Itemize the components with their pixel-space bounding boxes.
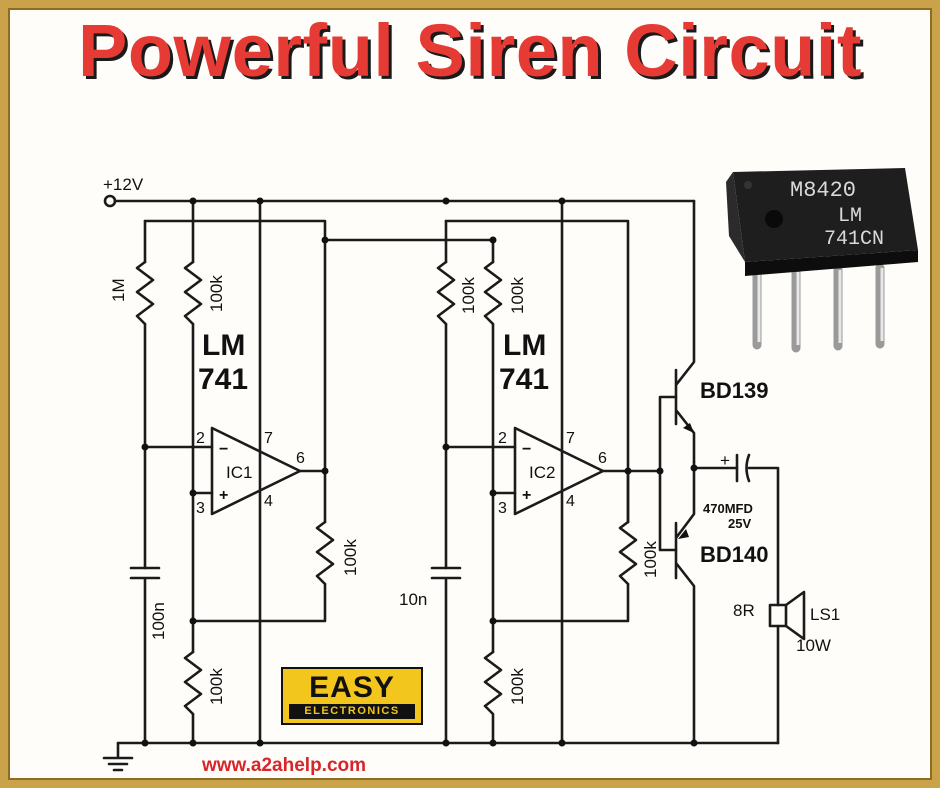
ic1-plus: + — [219, 487, 228, 504]
q2-label: BD140 — [700, 542, 768, 567]
bd139-emitter-arrow — [683, 423, 694, 433]
resistor-s1-100k-top — [183, 260, 203, 326]
logo-top-text: EASY — [309, 671, 395, 704]
resistor-1m — [135, 260, 155, 326]
r-s1-fb-label: 100k — [341, 539, 360, 576]
ic2-type-line1: LM — [503, 329, 546, 362]
r-s2-mid-label: 100k — [508, 277, 527, 314]
ic1-type-line1: LM — [202, 329, 245, 362]
speaker-power: 10W — [796, 636, 831, 655]
transistor-bd139 — [674, 199, 696, 464]
cout-plus: + — [720, 451, 730, 470]
bd140-emitter-arrow — [678, 529, 689, 539]
ic2-name: IC2 — [529, 463, 555, 482]
ic2-pin6: 6 — [598, 450, 607, 467]
wire-s1-out-resistor — [191, 469, 327, 623]
transistor-bd140 — [674, 460, 696, 745]
r-s2-fb-label: 100k — [641, 541, 660, 578]
ic2-pin3: 3 — [498, 500, 507, 517]
r-s1-bot-label: 100k — [207, 668, 226, 705]
opamp-ic1 — [210, 426, 302, 516]
ic2-minus: − — [522, 441, 531, 458]
resistor-s2-mid — [483, 260, 503, 326]
page-title: Powerful Siren Circuit — [77, 9, 863, 92]
c2-label: 10n — [399, 590, 427, 609]
ic1-name: IC1 — [226, 463, 252, 482]
ic1-pin7: 7 — [264, 430, 273, 447]
resistor-s1-feedback — [315, 520, 335, 586]
wire-s2-feedback — [491, 469, 630, 623]
ic1-type-line2: 741 — [198, 363, 248, 396]
supply-terminal — [103, 194, 117, 208]
wire-s1-top — [143, 219, 327, 476]
lm741-chip-illustration: M8420 LM 741CN — [726, 168, 918, 353]
c1-label: 100n — [149, 602, 168, 640]
speaker-cone — [784, 590, 806, 641]
wire-s2-100k-bot — [483, 650, 503, 745]
cap-470mfd — [735, 453, 751, 483]
ic2-plus: + — [522, 487, 531, 504]
wire-output-cap — [692, 466, 780, 607]
r1m-label: 1M — [109, 278, 128, 302]
cap-10n — [430, 566, 462, 745]
ic1-pin6: 6 — [296, 450, 305, 467]
speaker-name: LS1 — [810, 605, 840, 624]
logo-bottom-text: ELECTRONICS — [289, 704, 415, 719]
opamp-ic2 — [513, 426, 605, 516]
speaker-impedance: 8R — [733, 601, 755, 620]
ic2-pin2: 2 — [498, 430, 507, 447]
chip-marking-2: LM — [838, 205, 862, 228]
junction-dots — [141, 197, 698, 747]
resistor-s2-feedback — [618, 520, 638, 586]
ic1-pin4: 4 — [264, 493, 273, 510]
r-s2-left-label: 100k — [459, 277, 478, 314]
cout-label: 470MFD — [703, 501, 753, 516]
supply-label: +12V — [103, 175, 144, 194]
resistor-s2-left — [436, 260, 456, 326]
easy-electronics-logo: EASY ELECTRONICS — [281, 667, 423, 725]
ic1-pin3: 3 — [196, 500, 205, 517]
ground-symbol — [102, 741, 134, 772]
resistor-s1-100k-bot — [183, 650, 203, 716]
r-s1-top-label: 100k — [207, 275, 226, 312]
ic2-pin7: 7 — [566, 430, 575, 447]
website-url: www.a2ahelp.com — [201, 755, 366, 776]
ic1-pin2: 2 — [196, 430, 205, 447]
q1-label: BD139 — [700, 378, 768, 403]
ic2-pin4: 4 — [566, 493, 575, 510]
chip-marking-3: 741CN — [824, 228, 884, 251]
r-s2-bot-label: 100k — [508, 668, 527, 705]
cout-voltage: 25V — [728, 516, 751, 531]
cap-100n — [129, 566, 161, 745]
ic2-type-line2: 741 — [499, 363, 549, 396]
chip-marking-1: M8420 — [790, 178, 856, 203]
ic1-minus: − — [219, 441, 228, 458]
speaker-body — [768, 603, 788, 628]
